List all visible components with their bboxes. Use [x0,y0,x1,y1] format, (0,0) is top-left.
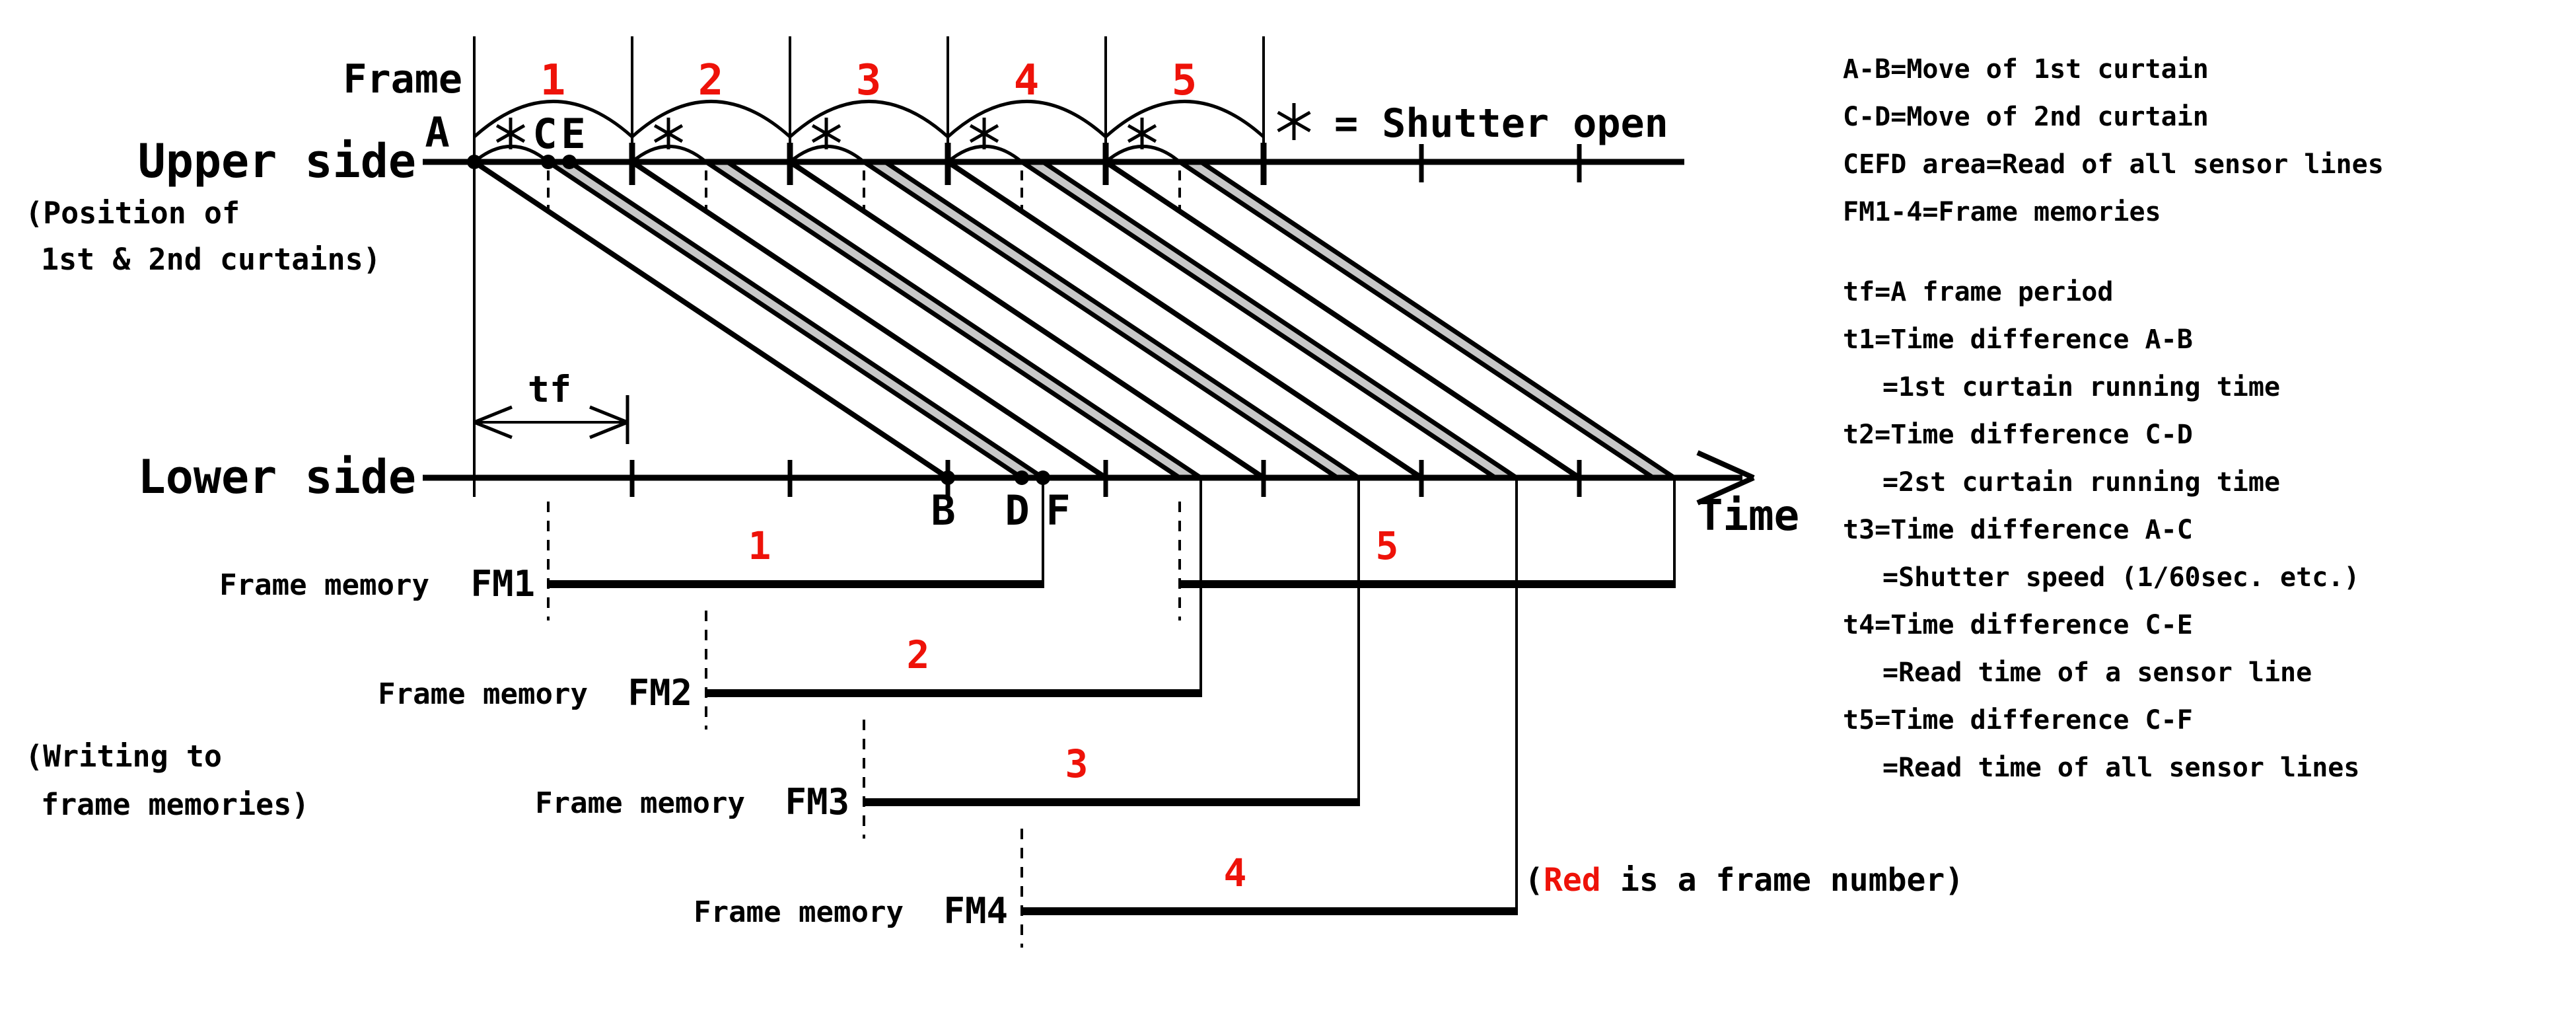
fm1-label: Frame memory [219,568,429,602]
sensor-read-end-line-frame3 [884,160,1360,480]
legend-t5: t5=Time difference C-F [1843,705,2193,735]
second-curtain-line-frame4 [1020,160,1497,480]
fm4-segment-number: 4 [1224,850,1247,895]
tf-arrowhead-left [474,405,513,424]
fm2-segment-number: 2 [907,632,930,677]
tf-arrowhead-right [589,405,628,424]
tf-arrowhead-right [589,420,628,439]
legend-t5-cont: =Read time of all sensor lines [1882,753,2359,783]
read-area-band-frame4 [1022,162,1517,478]
upper-side-label: Upper side [138,134,416,188]
sensor-read-end-line-frame1 [568,160,1044,480]
shutter-open-asterisk-icon-1 [495,124,526,143]
point-dot-c [541,155,555,169]
legend-t1: t1=Time difference A-B [1843,324,2193,355]
legend-t1-cont: =1st curtain running time [1882,372,2280,402]
time-axis-label: Time [1698,492,1799,541]
red-note-rest: is a frame number) [1620,862,1964,899]
point-label-c: C [532,110,557,158]
point-dot-e [562,155,577,169]
second-curtain-line-frame1 [547,160,1023,480]
read-area-band-frame3 [864,162,1359,478]
writing-note-line1: (Writing to [25,739,222,774]
fm4-name: FM4 [943,890,1008,932]
sensor-read-end-line-frame5 [1199,160,1676,480]
first-curtain-line-frame4 [946,159,1423,480]
shutter-note-asterisk-icon [1277,110,1311,133]
frame-title: Frame [343,56,462,102]
legend-t4: t4=Time difference C-E [1843,610,2193,640]
red-note-red-word: Red [1544,862,1601,899]
frame-number-5: 5 [1172,56,1198,105]
legend-fm: FM1-4=Frame memories [1843,197,2161,227]
fm2-label: Frame memory [378,677,588,711]
first-curtain-line-frame3 [788,159,1266,480]
first-curtain-line-frame5 [1104,159,1581,480]
point-label-f: F [1046,486,1070,535]
point-dot-d [1015,470,1029,485]
legend-t3: t3=Time difference A-C [1843,515,2193,545]
point-dot-f [1036,470,1050,485]
legend-t4-cont: =Read time of a sensor line [1882,657,2312,688]
shutter-open-note: = Shutter open [1334,100,1668,147]
fm3-name: FM3 [785,781,849,823]
time-arrowhead [1696,450,1755,480]
fm1-segment-number: 1 [748,523,771,568]
frame-number-1: 1 [540,56,566,105]
point-label-d: D [1005,486,1029,535]
sensor-read-end-line-frame2 [726,160,1202,480]
legend-t2-cont: =2st curtain running time [1882,467,2280,498]
tf-arrowhead-left [474,420,513,439]
first-curtain-line-frame2 [630,159,1108,480]
shutter-open-asterisk-icon-4 [969,124,999,143]
point-dot-a [467,155,482,169]
frame-period-arc-1 [473,100,633,138]
read-area-band-frame1 [548,162,1043,478]
first-curtain-line-frame1 [472,159,950,480]
diagram-geometry [423,36,1755,948]
red-note-open-paren: ( [1524,862,1544,899]
tf-label: tf [528,368,571,410]
fm2-name: FM2 [627,672,692,714]
read-area-band-frame2 [706,162,1201,478]
second-curtain-line-frame5 [1178,160,1655,480]
point-label-a: A [425,108,449,157]
frame-period-arc-5 [1104,100,1265,138]
shutter-open-asterisk-icon-5 [1127,124,1157,143]
frame-period-arc-3 [789,100,949,138]
point-label-b: B [931,486,955,535]
legend-t2: t2=Time difference C-D [1843,420,2193,450]
legend-cd: C-D=Move of 2nd curtain [1843,102,2209,132]
legend-ab: A-B=Move of 1st curtain [1843,54,2209,85]
second-curtain-line-frame2 [705,160,1181,480]
fm4-label: Frame memory [694,895,904,929]
fm3-segment-number: 3 [1065,741,1089,786]
position-note-line1: (Position of [25,196,240,231]
second-curtain-line-frame3 [863,160,1339,480]
legend-tf: tf=A frame period [1843,277,2113,307]
shutter-open-asterisk-icon-3 [811,124,841,143]
point-label-e: E [561,110,585,158]
sensor-read-end-line-frame4 [1042,160,1518,480]
frame-number-3: 3 [856,56,882,105]
read-area-band-frame5 [1180,162,1674,478]
legend-cefd: CEFD area=Read of all sensor lines [1843,149,2384,180]
point-dot-b [941,470,955,485]
fm1-name: FM1 [470,563,535,605]
position-note-line2: 1st & 2nd curtains) [41,242,381,277]
fm1-segment5-number: 5 [1376,523,1399,568]
legend-t3-cont: =Shutter speed (1/60sec. etc.) [1882,562,2359,593]
writing-note-line2: frame memories) [41,787,309,822]
frame-period-arc-2 [631,100,791,138]
frame-number-4: 4 [1014,56,1040,105]
lower-side-label: Lower side [138,450,416,504]
time-arrowhead [1696,475,1755,506]
fm3-label: Frame memory [535,786,745,820]
frame-period-arc-4 [947,100,1107,138]
frame-number-2: 2 [698,56,724,105]
shutter-open-asterisk-icon-2 [653,124,684,143]
